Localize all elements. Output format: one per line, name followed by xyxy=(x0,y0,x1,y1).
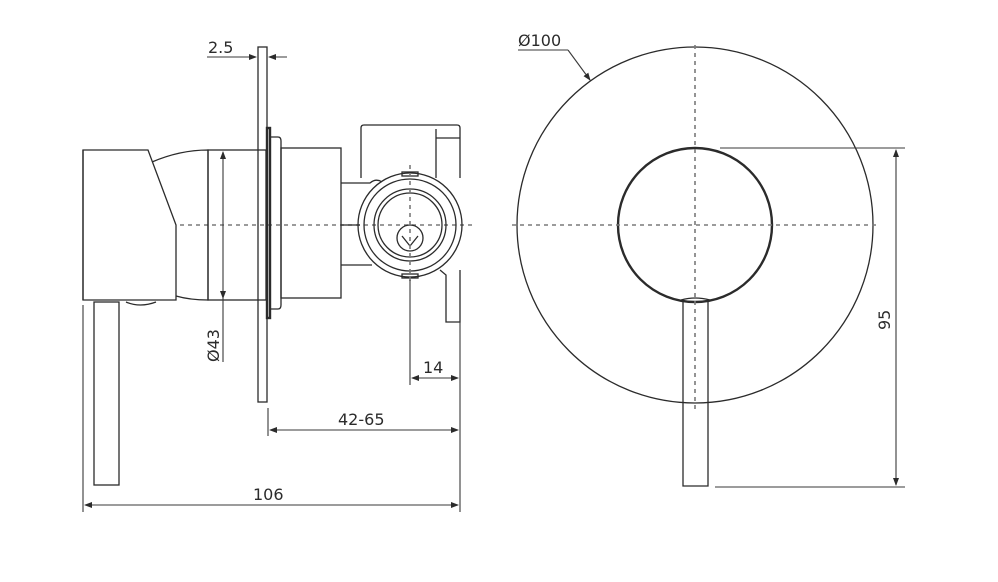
dim-cartridge-offset: 14 xyxy=(423,358,443,377)
sleeve xyxy=(280,147,342,299)
dim-wall-depth: 42-65 xyxy=(338,410,385,429)
flange-seal xyxy=(265,126,272,320)
dim-body-diameter: Ø43 xyxy=(204,329,223,362)
set-screw xyxy=(125,301,157,306)
housing-bracket xyxy=(439,269,461,323)
pin-lever xyxy=(93,301,120,486)
housing-top xyxy=(360,124,461,178)
dim-overall-depth: 106 xyxy=(253,485,284,504)
lever-head xyxy=(82,149,177,301)
front-pin-lever xyxy=(682,301,709,487)
connector-arm-top xyxy=(341,179,383,184)
dim-plate-diameter: Ø100 xyxy=(518,31,561,50)
dim-handle-height: 95 xyxy=(875,310,894,330)
dim-plate-thickness: 2.5 xyxy=(208,38,233,57)
flange xyxy=(270,136,282,310)
front-view: Ø100 95 xyxy=(512,31,905,488)
side-view: 2.5 Ø43 14 42-65 106 xyxy=(82,38,475,512)
